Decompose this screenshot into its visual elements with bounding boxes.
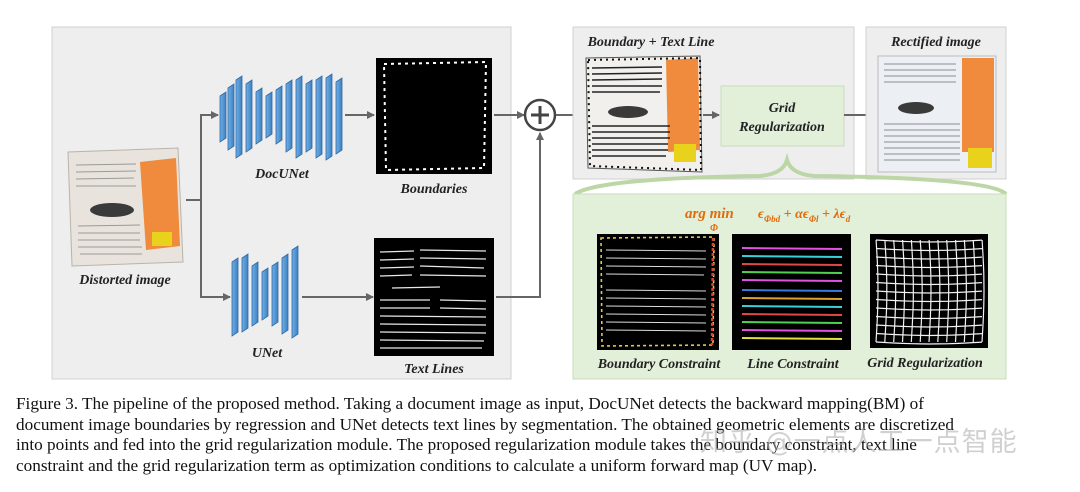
line-constraint-image (732, 234, 851, 350)
docunet-label: DocUNet (254, 167, 310, 182)
grid-mesh-line (928, 239, 932, 343)
grid-mesh-line (972, 239, 976, 343)
grid-regularization-image (870, 234, 988, 348)
docunet-network (219, 73, 343, 161)
grid-mesh-line (963, 239, 967, 343)
figure-caption: Figure 3. The pipeline of the proposed m… (16, 394, 1066, 476)
watermark: 知乎 @一点人工一点智能 (700, 427, 1018, 458)
svg-text:arg min: arg min (685, 206, 734, 222)
overlay-image (585, 55, 703, 173)
svg-text:Φ: Φ (710, 223, 718, 234)
grid-mesh-line (875, 273, 983, 277)
grid-mesh-line (954, 239, 959, 343)
grid-mesh-line (875, 264, 983, 269)
grid-regularization-line1: Grid (769, 101, 796, 116)
textlines-to-combiner-arrow (496, 132, 544, 298)
grid-mesh-line (875, 298, 983, 303)
grid-mesh-line (875, 341, 983, 345)
text-line-strokes (379, 249, 487, 349)
caption-line: Figure 3. The pipeline of the proposed m… (16, 394, 924, 413)
grid-mesh-line (875, 290, 983, 294)
caption-line: constraint and the grid regularization t… (16, 455, 818, 475)
distorted-image (67, 147, 184, 267)
grid-mesh-line (919, 239, 923, 343)
input-branch-arrows (186, 111, 231, 301)
grid-mesh-line (875, 324, 983, 328)
grid-mesh-line (946, 239, 950, 343)
svg-text:ϵΦbd + αϵΦl + λϵd: ϵΦbd + αϵΦl + λϵd (758, 207, 851, 224)
caption-line: into points and fed into the grid regula… (16, 435, 917, 455)
grid-mesh-line (893, 239, 897, 343)
grid-mesh-line (875, 332, 983, 337)
unet-network (231, 245, 299, 339)
boundary-constraint-label: Boundary Constraint (597, 357, 722, 372)
line-constraint-label: Line Constraint (746, 357, 840, 372)
zoom-brace (573, 152, 1008, 196)
grid-mesh-line (910, 239, 914, 343)
boundaries-label: Boundaries (400, 182, 468, 197)
line-constraint-colored-lines (741, 247, 843, 340)
boundary-constraint-outline (600, 236, 715, 347)
boundary-constraint-edge (710, 237, 715, 346)
grid-mesh-line (875, 247, 983, 252)
grid-mesh (875, 239, 985, 345)
grid-regularization-label: Grid Regularization (867, 356, 983, 371)
grid-mesh-line (875, 256, 983, 260)
grid-mesh-line (981, 239, 985, 343)
caption-line: document image boundaries by regression … (16, 414, 955, 434)
rectified-label: Rectified image (890, 35, 981, 50)
unet-label: UNet (252, 346, 283, 361)
grid-mesh-line (901, 239, 906, 343)
grid-mesh-line (875, 307, 983, 311)
rectified-image (877, 55, 997, 173)
combine-plus-icon (523, 98, 557, 132)
boundary-constraint-lines (605, 249, 707, 332)
grid-regularization-line2: Regularization (738, 120, 825, 135)
objective-formula: arg min Φ ϵΦbd + αϵΦl + λϵd (685, 206, 851, 234)
boundary-text-line-label: Boundary + Text Line (587, 35, 715, 50)
grid-mesh-line (937, 239, 941, 343)
boundaries-image (376, 58, 492, 174)
grid-mesh-line (875, 281, 983, 286)
text-lines-label: Text Lines (404, 362, 464, 377)
distorted-image-label: Distorted image (78, 273, 170, 288)
grid-regularization-box (720, 85, 845, 147)
text-lines-image (374, 238, 494, 356)
grid-mesh-line (875, 315, 983, 320)
